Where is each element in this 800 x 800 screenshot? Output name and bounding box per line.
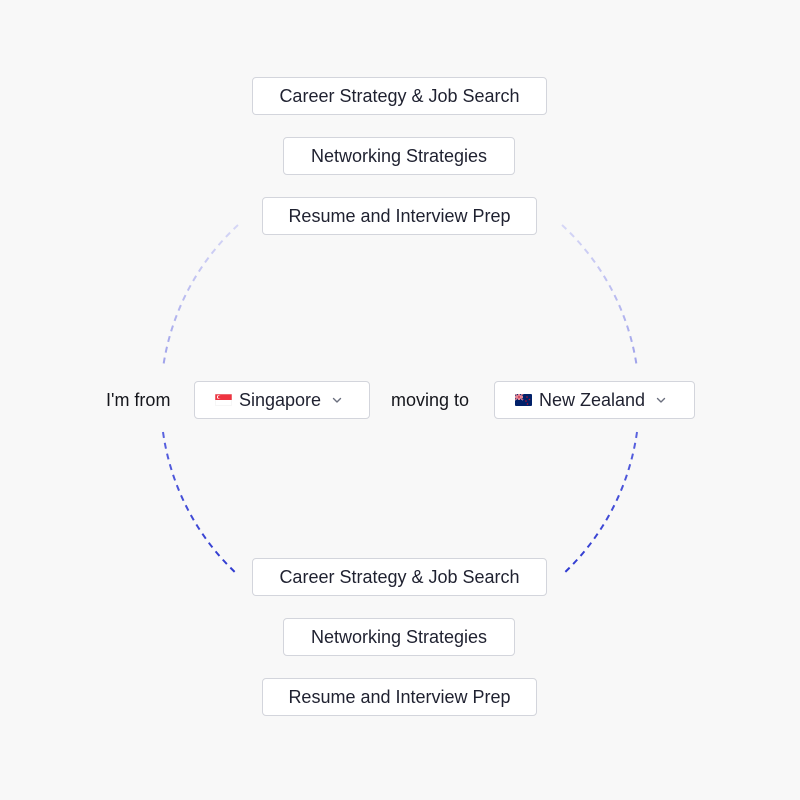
from-label: I'm from — [106, 390, 171, 410]
topic-networking-top[interactable]: Networking Strategies — [283, 137, 515, 175]
topic-networking-bottom[interactable]: Networking Strategies — [283, 618, 515, 656]
chevron-down-icon — [655, 394, 667, 406]
singapore-flag-icon — [215, 394, 232, 406]
topic-resume-interview-bottom[interactable]: Resume and Interview Prep — [262, 678, 537, 716]
arc-top-right — [561, 224, 638, 369]
topic-career-strategy-top[interactable]: Career Strategy & Job Search — [252, 77, 547, 115]
arc-top-left — [162, 224, 239, 369]
to-country-select[interactable]: New Zealand — [494, 381, 695, 419]
arc-bottom-left — [162, 431, 239, 576]
from-country-select[interactable]: Singapore — [194, 381, 370, 419]
topic-resume-interview-top[interactable]: Resume and Interview Prep — [262, 197, 537, 235]
to-label: moving to — [391, 390, 470, 410]
topic-career-strategy-bottom[interactable]: Career Strategy & Job Search — [252, 558, 547, 596]
arc-bottom-right — [561, 431, 638, 576]
from-country-value: Singapore — [239, 389, 322, 410]
chevron-down-icon — [331, 394, 343, 406]
new-zealand-flag-icon — [515, 394, 532, 406]
to-country-value: New Zealand — [539, 389, 646, 410]
